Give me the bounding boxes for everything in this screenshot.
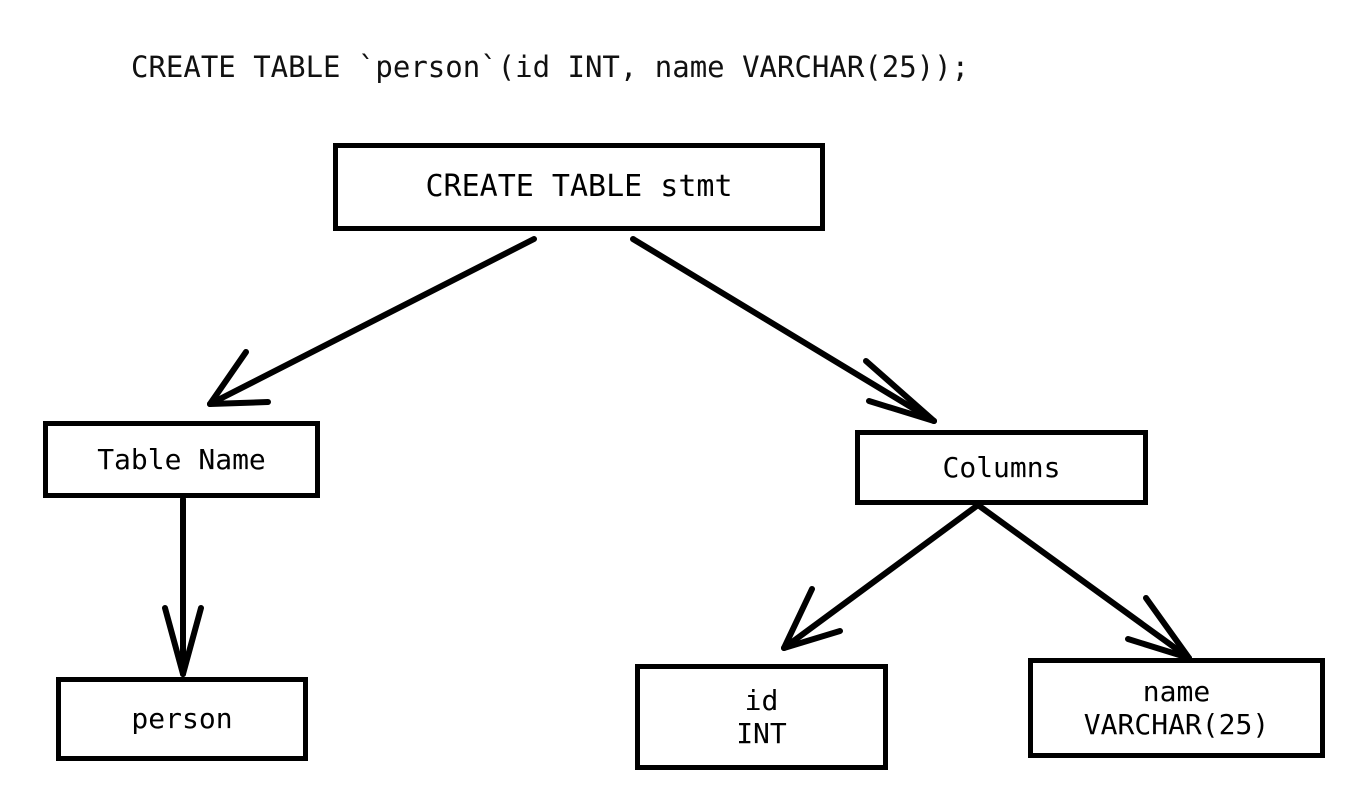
node-columns-label: Columns bbox=[942, 450, 1061, 484]
edge-root-to-columns bbox=[630, 236, 937, 424]
edge-columns-to-col-name bbox=[975, 502, 1192, 661]
edge-columns-to-col-id bbox=[781, 502, 981, 651]
node-column-id[interactable]: id INT bbox=[635, 664, 888, 770]
node-column-name[interactable]: name VARCHAR(25) bbox=[1028, 658, 1325, 758]
node-table-name-label: Table Name bbox=[97, 442, 266, 476]
edge-table-name-to-person bbox=[162, 496, 204, 677]
column-name-type: VARCHAR(25) bbox=[1083, 708, 1270, 741]
node-person[interactable]: person bbox=[56, 677, 308, 761]
edge-root-to-table-name bbox=[207, 236, 537, 407]
node-columns[interactable]: Columns bbox=[855, 430, 1148, 505]
node-person-label: person bbox=[131, 702, 233, 736]
node-create-table-stmt[interactable]: CREATE TABLE stmt bbox=[333, 143, 825, 231]
column-id-name: id bbox=[744, 683, 779, 717]
column-id-type: INT bbox=[736, 717, 787, 750]
sql-statement-caption: CREATE TABLE `person`(id INT, name VARCH… bbox=[131, 50, 970, 84]
column-name-name: name bbox=[1142, 674, 1211, 708]
node-table-name[interactable]: Table Name bbox=[43, 421, 320, 498]
node-root-label: CREATE TABLE stmt bbox=[425, 169, 733, 205]
